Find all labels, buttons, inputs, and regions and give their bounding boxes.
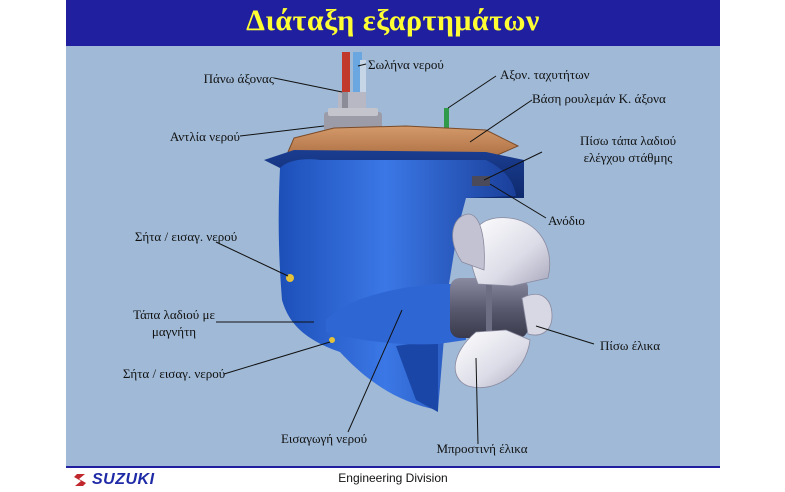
propeller-blade-right <box>521 293 553 336</box>
leader-water-inlet <box>347 309 403 433</box>
leader-water-screen-2 <box>223 341 331 375</box>
suzuki-s-icon <box>74 474 86 486</box>
leader-upper-shaft <box>273 77 343 93</box>
leader-lines <box>215 63 595 445</box>
label-bearing-base: Βάση ρουλεμάν Κ. άξονα <box>532 91 666 106</box>
footer-rule <box>66 466 720 468</box>
leader-bearing-base <box>469 99 533 143</box>
leader-water-tube <box>357 63 367 67</box>
leader-rear-propeller <box>535 325 595 345</box>
torpedo <box>326 284 466 345</box>
label-water-pump: Αντλία νερού <box>170 129 240 144</box>
slide-title: Διάταξη εξαρτημάτων <box>246 4 540 37</box>
water-tube-sleeve <box>360 60 366 106</box>
label-water-inlet: Εισαγωγή νερού <box>281 431 367 446</box>
label-magnetic-oil-plug-1: Τάπα λαδιού με <box>133 307 215 322</box>
label-rear-oil-plug-1: Πίσω τάπα λαδιού <box>580 133 676 148</box>
shaft-column-shade <box>342 92 348 120</box>
suzuki-logo: SUZUKI <box>72 471 155 489</box>
engineering-division: Engineering Division <box>338 471 448 485</box>
label-upper-shaft: Πάνω άξονας <box>204 71 275 86</box>
label-rear-oil-plug-2: ελέγχου στάθμης <box>584 150 674 165</box>
water-tube-blue <box>353 52 362 106</box>
leader-water-screen-1 <box>215 241 289 277</box>
label-water-tube: Σωλήνα νερού <box>368 57 444 72</box>
label-speed-shaft: Αξον. ταχυτήτων <box>500 67 590 82</box>
leader-rear-oil-plug <box>483 151 543 181</box>
label-rear-propeller: Πίσω έλικα <box>600 338 660 353</box>
leader-anode <box>489 183 547 219</box>
label-water-screen-2: Σήτα / εισαγ. νερού <box>123 366 225 381</box>
label-magnetic-oil-plug-2: μαγνήτη <box>152 324 196 339</box>
leader-water-pump <box>239 125 325 137</box>
propeller-blade-back <box>452 213 485 271</box>
skeg <box>396 340 438 412</box>
water-pump-cap <box>328 108 378 116</box>
propeller-hub-ring <box>486 278 492 338</box>
upper-shaft-red <box>342 52 350 102</box>
leader-speed-shaft <box>447 75 497 109</box>
label-anode: Ανόδιο <box>548 213 585 228</box>
title-bar: Διάταξη εξαρτημάτων <box>66 0 720 46</box>
label-water-screen-1: Σήτα / εισαγ. νερού <box>135 229 237 244</box>
label-front-propeller: Μπροστινή έλικα <box>436 441 527 456</box>
brand-name: SUZUKI <box>92 471 155 488</box>
propeller-blade-bottom <box>454 329 531 388</box>
anode-block <box>472 176 490 186</box>
slide-footer: SUZUKI Engineering Division <box>66 466 720 492</box>
speed-shaft-rod <box>444 108 449 138</box>
oil-plug-marker <box>329 337 335 343</box>
slide: Διάταξη εξαρτημάτων <box>66 0 720 492</box>
lower-unit-diagram: Πάνω άξονας Σωλήνα νερού Αξον. ταχυτήτων… <box>123 52 676 456</box>
leader-front-propeller <box>475 357 479 445</box>
